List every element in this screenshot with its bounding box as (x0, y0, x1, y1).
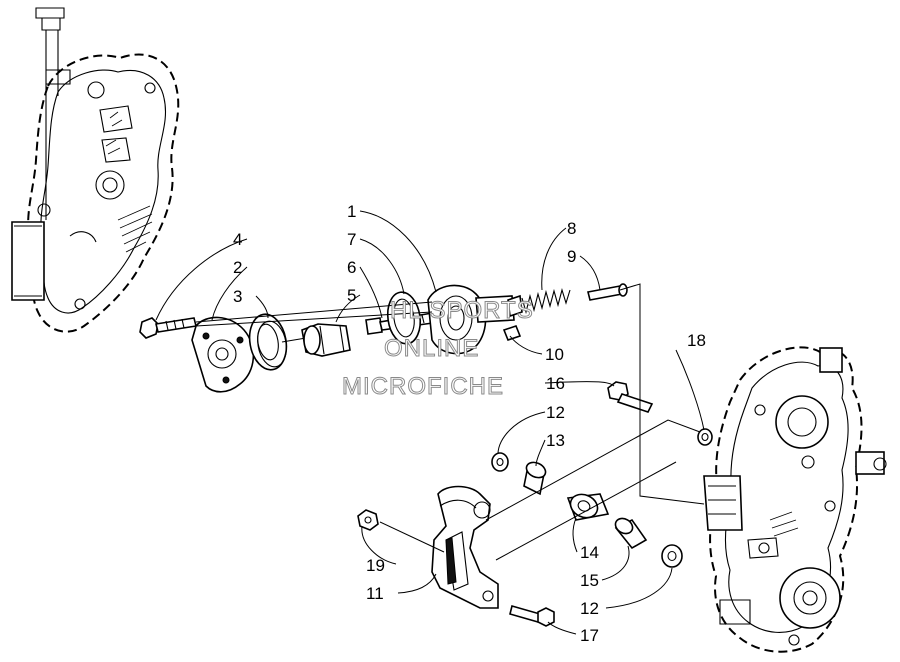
watermark-line-3: MICROFICHE (342, 373, 504, 400)
callout-11: 11 (366, 584, 384, 603)
callout-16: 16 (546, 374, 565, 393)
part-bearing-3 (248, 313, 288, 371)
watermark-line-2: ONLINE (384, 335, 479, 362)
watermark-line-1: HL SPORTS (390, 297, 534, 324)
part-washer-18 (697, 428, 713, 446)
part-washer-12-lower (661, 544, 683, 568)
callout-18: 18 (687, 331, 706, 350)
assembly-lines (195, 283, 705, 561)
callout-4: 4 (233, 230, 242, 249)
callout-1: 1 (347, 202, 356, 221)
callout-19: 19 (366, 556, 385, 575)
part-washer-12-upper (491, 452, 509, 472)
callout-12-upper: 12 (546, 403, 565, 422)
callout-5: 5 (347, 286, 356, 305)
chaincase-housing-right (703, 346, 887, 653)
callout-13: 13 (546, 431, 565, 450)
part-bushing-14 (566, 493, 610, 521)
callout-7: 7 (347, 230, 356, 249)
part-bolt-17 (509, 605, 555, 627)
part-bolt-16 (607, 381, 654, 413)
leader-lines (155, 210, 705, 635)
part-screw-10 (502, 325, 522, 341)
part-bracket-2 (191, 316, 255, 393)
callout-9: 9 (567, 247, 576, 266)
part-pin-9 (587, 283, 628, 301)
callout-2: 2 (233, 258, 242, 277)
callout-17: 17 (580, 626, 599, 645)
part-housing-1 (427, 284, 515, 355)
part-mount-11 (431, 485, 499, 609)
part-nut-19 (357, 509, 379, 531)
callout-15: 15 (580, 571, 599, 590)
part-bushing-15 (614, 517, 648, 550)
callout-14: 14 (580, 543, 599, 562)
callout-8: 8 (567, 219, 576, 238)
callout-10: 10 (545, 345, 564, 364)
chaincase-cover-left (11, 7, 180, 333)
callout-labels: 1 7 6 5 4 2 3 8 9 10 16 18 12 13 19 11 1… (233, 202, 706, 645)
part-spring-8 (507, 288, 571, 318)
watermark: HL SPORTS ONLINE MICROFICHE (342, 297, 534, 401)
part-shaft-5 (281, 323, 351, 357)
callout-12-lower: 12 (580, 599, 599, 618)
part-bushing-13 (523, 461, 547, 496)
callout-3: 3 (233, 287, 242, 306)
callout-6: 6 (347, 258, 356, 277)
part-bolt-4 (139, 317, 197, 339)
